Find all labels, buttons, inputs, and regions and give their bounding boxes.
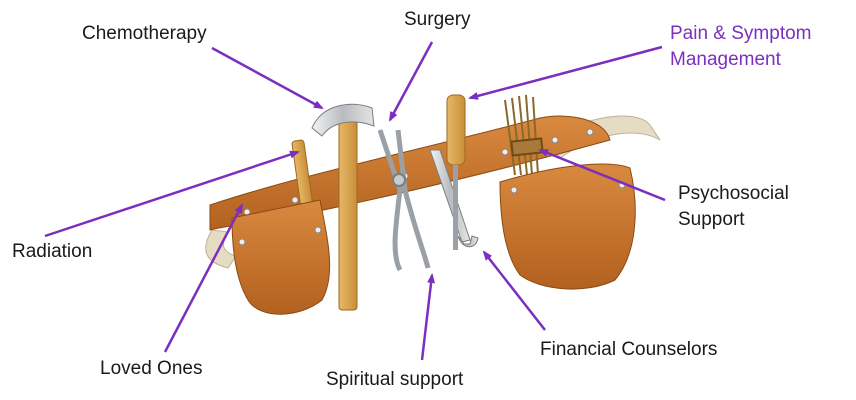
- label-psychosocial-line2: Support: [678, 208, 745, 232]
- left-pouch: [232, 200, 330, 314]
- label-spiritual-support: Spiritual support: [326, 368, 463, 392]
- label-chemotherapy: Chemotherapy: [82, 22, 207, 46]
- label-surgery: Surgery: [404, 8, 471, 32]
- arrow-loved-ones: [165, 205, 242, 352]
- label-pain-line1: Pain & Symptom: [670, 22, 812, 46]
- right-pouch: [500, 164, 635, 289]
- belt-strap-left: [206, 230, 236, 268]
- label-loved-ones: Loved Ones: [100, 357, 202, 381]
- arrow-chemotherapy: [212, 48, 322, 108]
- arrow-surgery: [390, 42, 432, 120]
- arrow-pain: [470, 47, 662, 98]
- arrow-spiritual: [422, 275, 432, 360]
- label-psychosocial-line1: Psychosocial: [678, 182, 789, 206]
- label-pain-line2: Management: [670, 48, 781, 72]
- label-financial-counselors: Financial Counselors: [540, 338, 717, 362]
- label-radiation: Radiation: [12, 240, 92, 264]
